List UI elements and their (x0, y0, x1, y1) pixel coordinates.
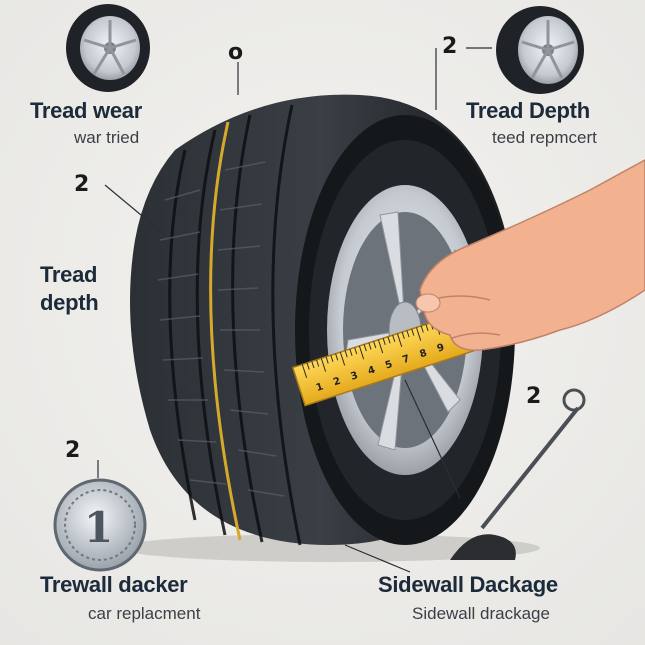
ruler-tick (396, 333, 403, 348)
ruler-tick (311, 361, 315, 369)
ruler-tick (420, 325, 424, 333)
ruler-tick (425, 324, 429, 332)
ruler-tick (306, 362, 310, 370)
ruler-tick (392, 334, 396, 342)
label-sidewall: Sidewall Dackage (378, 572, 558, 597)
ruler-tick (325, 356, 329, 364)
ruler-tick (406, 330, 410, 338)
ruler-tick (316, 359, 320, 367)
ruler-tick (401, 331, 405, 339)
marker-2-left: 2 (74, 172, 90, 197)
main-tire (130, 94, 515, 546)
marker-2-right: 2 (526, 384, 542, 409)
ruler-tick (330, 355, 334, 363)
label-tread-wear-sub: war tried (74, 128, 140, 147)
ruler-tick (415, 327, 422, 341)
label-tread-wear: Tread wear (30, 98, 142, 123)
ruler-tick (320, 358, 327, 372)
ruler-tick (377, 339, 384, 354)
ruler-tick-label: 8 (418, 348, 428, 361)
ruler-tick (363, 344, 367, 352)
marker-o: o (228, 40, 244, 65)
ruler-tick (335, 353, 339, 361)
tread-highlight-line (209, 121, 242, 541)
ruler-tick (339, 351, 346, 366)
ruler-tick-label: 1 (315, 381, 325, 394)
ruler-tick-label: 7 (401, 353, 411, 366)
label-tread-depth-top-sub: teed repmcert (492, 128, 597, 147)
ruler-tick-label: 5 (384, 359, 394, 372)
label-trewall-sub: car replacment (88, 604, 201, 623)
small-wheel-icon (66, 4, 150, 92)
ruler-tick (368, 342, 372, 350)
ruler-tick (382, 338, 386, 346)
leader-lines (97, 47, 492, 573)
ruler-tick (411, 328, 415, 336)
ruler-tick (349, 348, 353, 356)
ruler-tick (387, 336, 391, 344)
ruler-tick-label: 4 (367, 365, 377, 378)
label-tread-depth-line1: Tread (40, 262, 98, 287)
label-tread-depth-top: Tread Depth (466, 98, 590, 123)
ruler-tick (344, 350, 348, 358)
label-sidewall-sub: Sidewall drackage (412, 604, 550, 623)
coin-number: 1 (84, 503, 113, 552)
small-wheel-icon (496, 6, 584, 94)
ruler-tick-label: 2 (332, 376, 342, 389)
marker-2-bottom-left: 2 (65, 438, 81, 463)
label-tread-depth-line2: depth (40, 290, 99, 315)
hand-icon (415, 159, 645, 351)
ruler-tick-label: 3 (349, 370, 359, 383)
ruler-tick (358, 345, 365, 360)
debris-pile (450, 534, 516, 560)
label-trewall: Trewall dacker (40, 572, 188, 597)
ruler-tick (373, 341, 377, 349)
ruler-tick (354, 347, 358, 355)
coin-icon (53, 478, 147, 572)
ruler-tick (301, 364, 308, 378)
ground-shadow (120, 534, 540, 562)
ruler-tick-label: 9 (436, 342, 446, 355)
tire-tool-icon (450, 388, 586, 560)
marker-2-top: 2 (442, 34, 458, 59)
